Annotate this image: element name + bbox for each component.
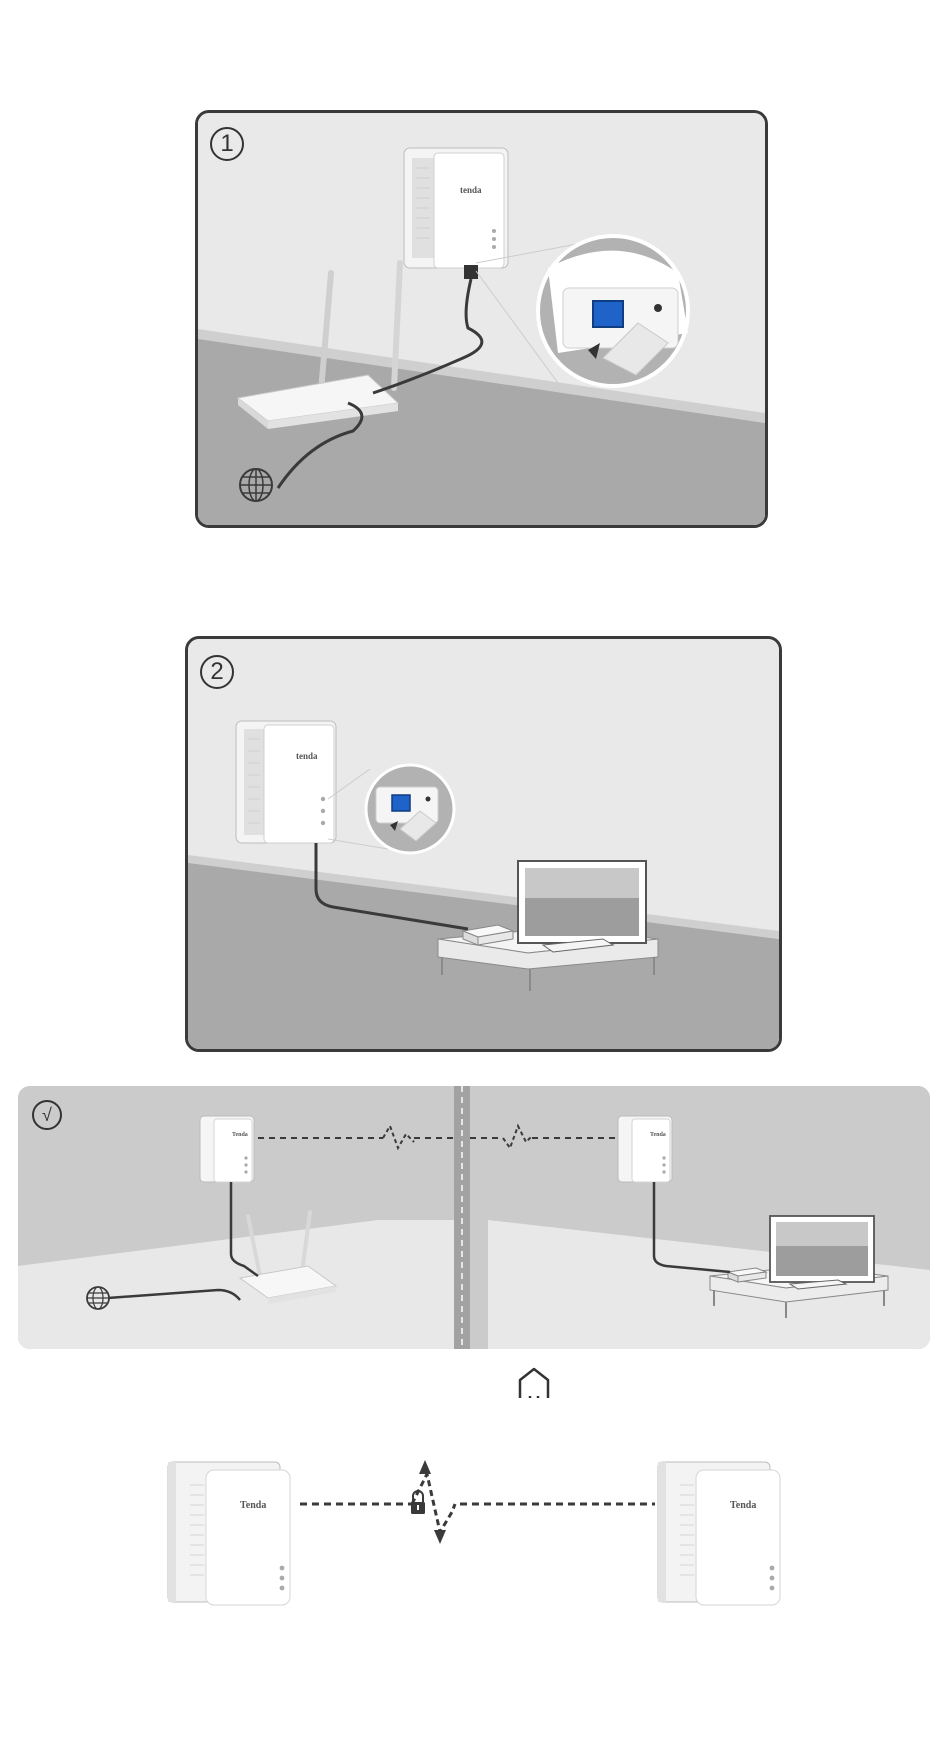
ethernet-port <box>392 795 410 811</box>
step-1-panel: tenda <box>195 110 768 528</box>
pairing-svg: Tenda Tenda <box>150 1440 800 1620</box>
right-adapter: Tenda <box>658 1462 780 1605</box>
ethernet-plug <box>464 265 478 279</box>
step-2-badge: 2 <box>200 655 234 689</box>
result-illustration: Tenda Tenda <box>18 1086 930 1349</box>
step-2-illustration: tenda <box>188 639 779 1049</box>
encrypted-link <box>300 1474 655 1532</box>
signal-arrow-up <box>419 1460 431 1474</box>
result-panel: Tenda Tenda <box>18 1086 930 1349</box>
pairing-illustration: Tenda Tenda <box>150 1440 800 1620</box>
powerline-adapter: tenda <box>404 148 508 279</box>
left-adapter-brand-label: Tenda <box>240 1500 266 1511</box>
left-adapter: Tenda <box>168 1462 290 1605</box>
step-2-panel: tenda <box>185 636 782 1052</box>
signal-arrow-down <box>434 1530 446 1544</box>
right-adapter-brand-label: Tenda <box>650 1132 666 1138</box>
step-1-illustration: tenda <box>198 113 765 525</box>
adapter-brand-label: tenda <box>460 185 482 195</box>
internet-globe-icon <box>240 469 272 501</box>
left-powerline-adapter: Tenda <box>200 1116 254 1182</box>
right-adapter-brand-label: Tenda <box>730 1500 756 1511</box>
right-television <box>770 1216 874 1289</box>
adapter-brand-label: tenda <box>296 751 318 761</box>
powerline-adapter: tenda <box>236 721 336 843</box>
right-powerline-adapter: Tenda <box>618 1116 672 1182</box>
step-1-badge: 1 <box>210 127 244 161</box>
left-adapter-brand-label: Tenda <box>232 1132 248 1138</box>
ethernet-port <box>593 301 623 327</box>
television <box>518 861 646 952</box>
result-badge: √ <box>32 1100 62 1130</box>
house-icon <box>516 1366 552 1400</box>
